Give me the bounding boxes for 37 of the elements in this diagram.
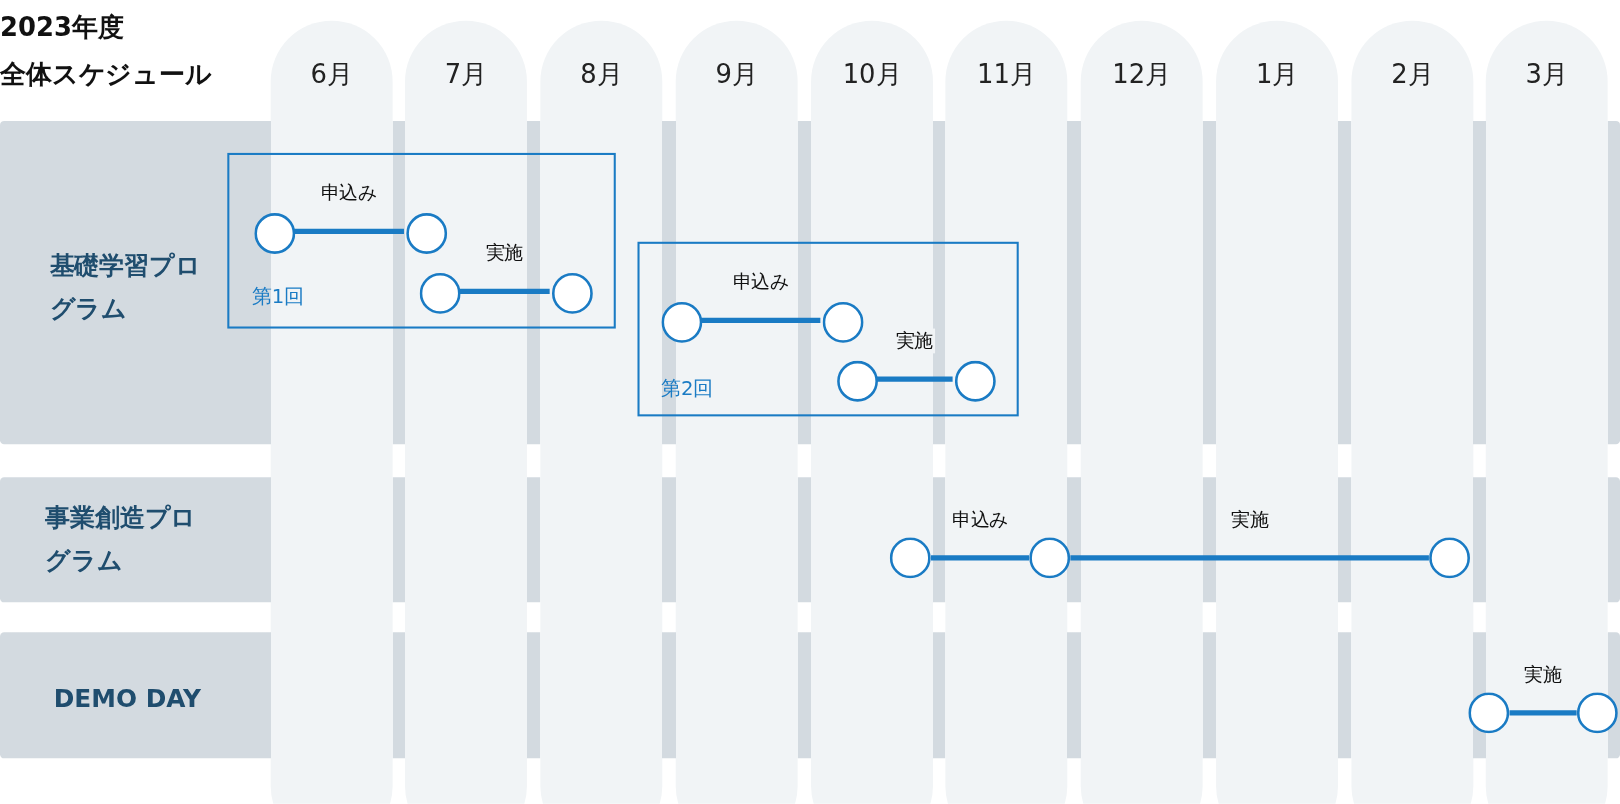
- edge-label: 実施: [893, 328, 936, 354]
- program-name: DEMO DAY: [53, 683, 202, 715]
- timeline-bar: [458, 288, 550, 294]
- month-label: 11月: [976, 57, 1037, 91]
- month-label: 10月: [841, 57, 903, 91]
- timeline-bar: [700, 317, 821, 323]
- circle-node: [889, 537, 931, 579]
- month-label: 9月: [714, 57, 759, 91]
- month-label: 6月: [309, 57, 354, 91]
- circle-node: [1428, 537, 1471, 579]
- circle-node: [1029, 537, 1071, 579]
- title: 2023年度全体スケジュール: [0, 12, 212, 89]
- month-label: 2月: [1390, 57, 1435, 91]
- circle-node: [551, 272, 594, 315]
- program-name: 事業創造プログラム: [45, 502, 198, 578]
- circle-node: [1576, 692, 1618, 734]
- circle-node: [419, 272, 461, 315]
- month-label: 7月: [443, 57, 489, 91]
- session-label: 第1回: [252, 283, 304, 309]
- timeline-bar: [930, 555, 1030, 561]
- timeline-bar: [1509, 710, 1577, 716]
- circle-node: [661, 301, 703, 343]
- program-name: 基礎学習プログラム: [49, 250, 202, 326]
- circle-node: [822, 301, 864, 343]
- timeline-bar: [293, 228, 404, 235]
- month-label: 3月: [1524, 57, 1569, 91]
- month-label: 8月: [579, 57, 624, 91]
- month-label: 1月: [1254, 57, 1300, 91]
- circle-node: [1468, 692, 1510, 734]
- timeline-bar: [1070, 555, 1429, 561]
- circle-node: [954, 360, 996, 402]
- session-label: 第2回: [661, 375, 713, 401]
- timeline-bar: [876, 376, 953, 382]
- month-label: 12月: [1111, 57, 1173, 91]
- circle-node: [836, 360, 879, 402]
- circle-node: [254, 212, 296, 255]
- circle-node: [406, 212, 448, 255]
